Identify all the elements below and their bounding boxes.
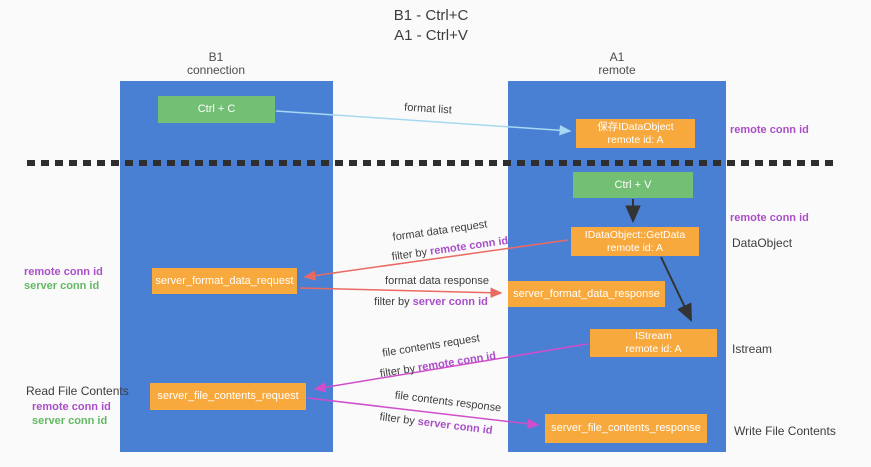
server-file-contents-response-label: server_file_contents_response bbox=[551, 422, 701, 434]
remote-conn-id-text: remote conn id bbox=[429, 234, 509, 258]
istream-line1: IStream bbox=[635, 330, 672, 342]
title-line-1: B1 - Ctrl+C bbox=[393, 7, 469, 24]
left-column-role: connection bbox=[186, 63, 246, 77]
left-column-header: B1 connection bbox=[146, 51, 286, 77]
right-column-header: A1 remote bbox=[547, 51, 687, 77]
filter-by-text: filter by bbox=[379, 362, 420, 381]
save-idataobject-line2: remote id: A bbox=[607, 133, 664, 146]
filter-by-server-conn-id-label-2: filter by server conn id bbox=[379, 411, 493, 437]
left-column-name: B1 bbox=[208, 50, 224, 64]
istream-side-label: Istream bbox=[732, 342, 773, 356]
format-data-response-label: format data response bbox=[385, 275, 489, 287]
istream-line2: remote id: A bbox=[625, 343, 682, 355]
right-column-name: A1 bbox=[609, 50, 625, 64]
ctrl-v-label: Ctrl + V bbox=[614, 178, 652, 191]
filter-by-text: filter by bbox=[374, 296, 413, 308]
filter-by-text: filter by bbox=[378, 411, 419, 428]
remote-conn-id-label-top-right: remote conn id bbox=[730, 124, 809, 136]
remote-conn-id-label-left: remote conn id bbox=[24, 266, 103, 278]
server-file-contents-request-box: server_file_contents_request bbox=[150, 383, 306, 410]
server-format-data-response-box: server_format_data_response bbox=[508, 281, 665, 307]
dataobject-label: DataObject bbox=[732, 236, 793, 250]
server-format-data-response-label: server_format_data_response bbox=[513, 287, 660, 300]
remote-conn-id-label-mid-right: remote conn id bbox=[730, 212, 809, 224]
server-format-data-request-box: server_format_data_request bbox=[152, 268, 297, 294]
save-idataobject-line1: 保存IDataObject bbox=[597, 120, 674, 133]
server-conn-id-label-left: server conn id bbox=[24, 280, 100, 292]
ctrl-c-box: Ctrl + C bbox=[158, 96, 275, 123]
server-format-data-request-label: server_format_data_request bbox=[155, 274, 294, 287]
diagram-title: B1 - Ctrl+C A1 - Ctrl+V bbox=[300, 6, 562, 46]
ctrl-c-label: Ctrl + C bbox=[197, 103, 236, 115]
filter-by-server-conn-id-label-1: filter by server conn id bbox=[374, 296, 488, 308]
server-file-contents-response-box: server_file_contents_response bbox=[545, 414, 707, 443]
remote-conn-id-label-bottom-left: remote conn id bbox=[32, 401, 111, 413]
filter-by-text: filter by bbox=[391, 245, 431, 264]
server-conn-id-text: server conn id bbox=[412, 296, 488, 308]
getdata-line1: IDataObject::GetData bbox=[584, 228, 686, 241]
format-list-label: format list bbox=[403, 101, 453, 117]
ctrl-v-box: Ctrl + V bbox=[573, 172, 693, 198]
server-conn-id-text: server conn id bbox=[417, 415, 494, 437]
server-conn-id-label-bottom-left: server conn id bbox=[32, 415, 108, 427]
file-contents-response-label: file contents response bbox=[394, 389, 502, 415]
save-idataobject-box: 保存IDataObject remote id: A bbox=[576, 119, 695, 148]
idataobject-getdata-box: IDataObject::GetData remote id: A bbox=[571, 227, 699, 256]
server-file-contents-request-label: server_file_contents_request bbox=[157, 390, 299, 402]
title-line-2: A1 - Ctrl+V bbox=[394, 27, 468, 44]
remote-conn-id-text: remote conn id bbox=[417, 349, 497, 375]
read-file-contents-label: Read File Contents bbox=[26, 384, 129, 398]
getdata-line2: remote id: A bbox=[606, 241, 664, 254]
write-file-contents-label: Write File Contents bbox=[734, 424, 836, 438]
right-column-role: remote bbox=[598, 63, 636, 77]
dashed-separator-line bbox=[27, 160, 833, 166]
istream-box: IStream remote id: A bbox=[590, 329, 717, 357]
